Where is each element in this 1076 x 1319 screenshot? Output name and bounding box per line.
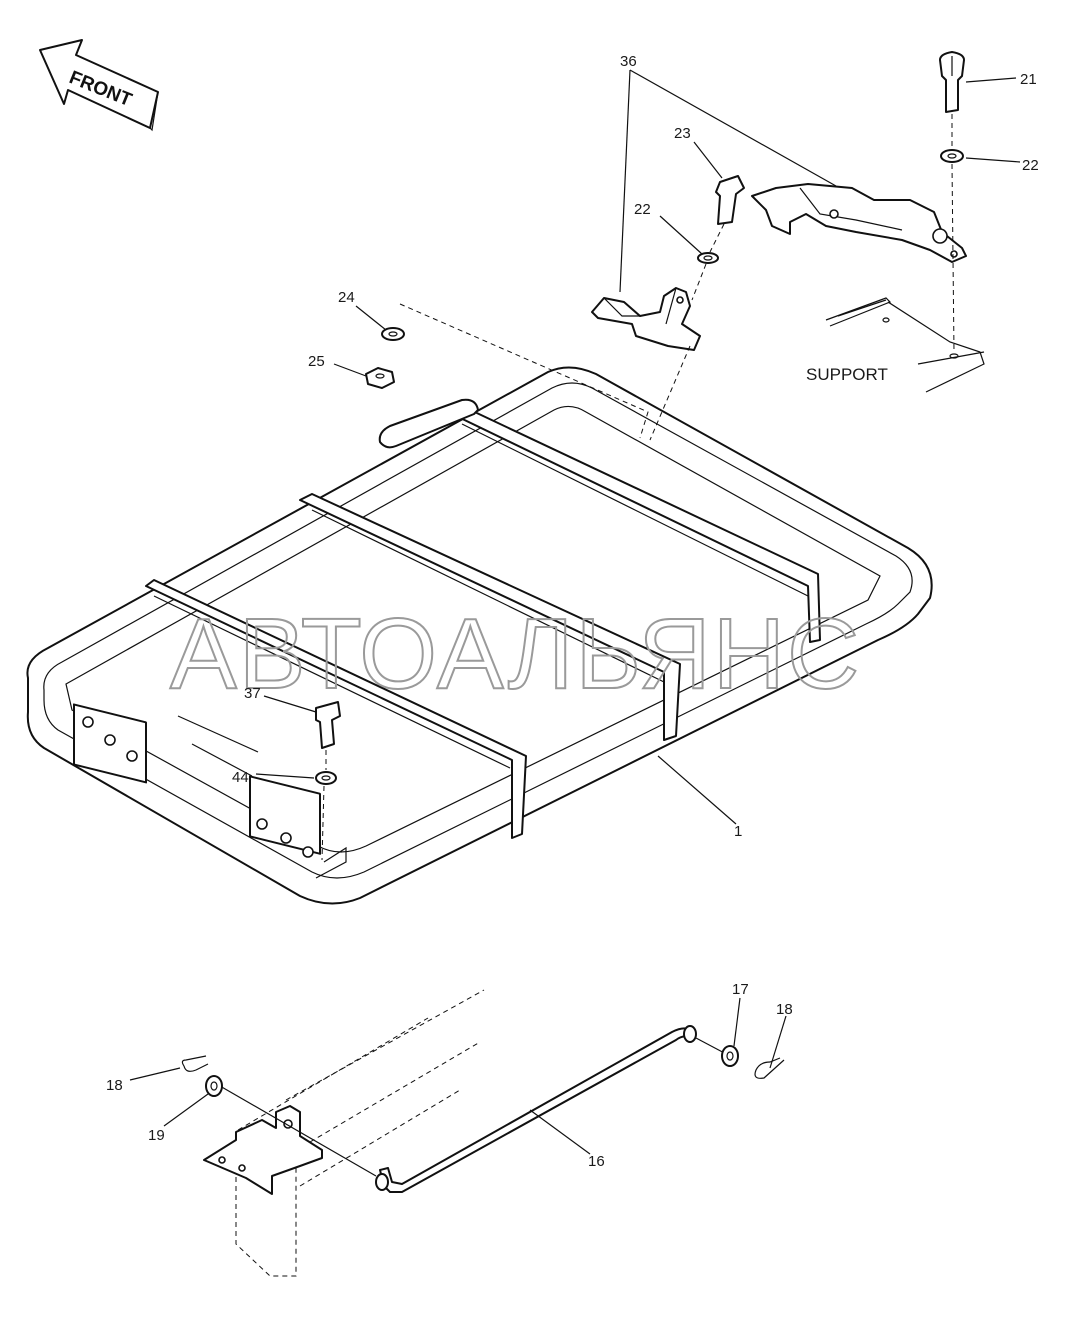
- watermark-text: АВТОАЛЬЯНС: [170, 598, 861, 710]
- callout-18-left: 18: [106, 1077, 123, 1094]
- callout-17: 17: [732, 981, 749, 998]
- washer-19: [205, 1075, 223, 1097]
- callout-22-right: 22: [1022, 157, 1039, 174]
- pin-18-right: [754, 1057, 785, 1079]
- nut-25: [365, 327, 405, 389]
- hood-panel: [26, 366, 933, 905]
- callout-18-right: 18: [776, 1001, 793, 1018]
- bolt-21: [939, 51, 965, 353]
- callout-16: 16: [588, 1153, 605, 1170]
- lower-stand: [203, 989, 485, 1277]
- washer-17: [721, 1045, 739, 1067]
- hook-latch: [751, 183, 967, 263]
- bolt-37: [315, 701, 341, 861]
- pin-18-left: [181, 1055, 209, 1072]
- callout-25: 25: [308, 353, 325, 370]
- front-arrow: FRONT: [39, 39, 159, 132]
- support-label: SUPPORT: [806, 365, 888, 384]
- latch-bracket: [591, 287, 701, 351]
- dash-line-bracket: [649, 345, 691, 441]
- leader-lines: [129, 69, 1021, 1155]
- support-bracket: [825, 297, 985, 393]
- callout-36: 36: [620, 53, 637, 70]
- bolt-23: [691, 175, 745, 301]
- callout-44: 44: [232, 769, 249, 786]
- dash-line-nut: [399, 303, 649, 439]
- callout-19: 19: [148, 1127, 165, 1144]
- callout-22-left: 22: [634, 201, 651, 218]
- callout-23: 23: [674, 125, 691, 142]
- callout-37: 37: [244, 685, 261, 702]
- callout-21: 21: [1020, 71, 1037, 88]
- callout-24: 24: [338, 289, 355, 306]
- callout-1: 1: [734, 823, 742, 840]
